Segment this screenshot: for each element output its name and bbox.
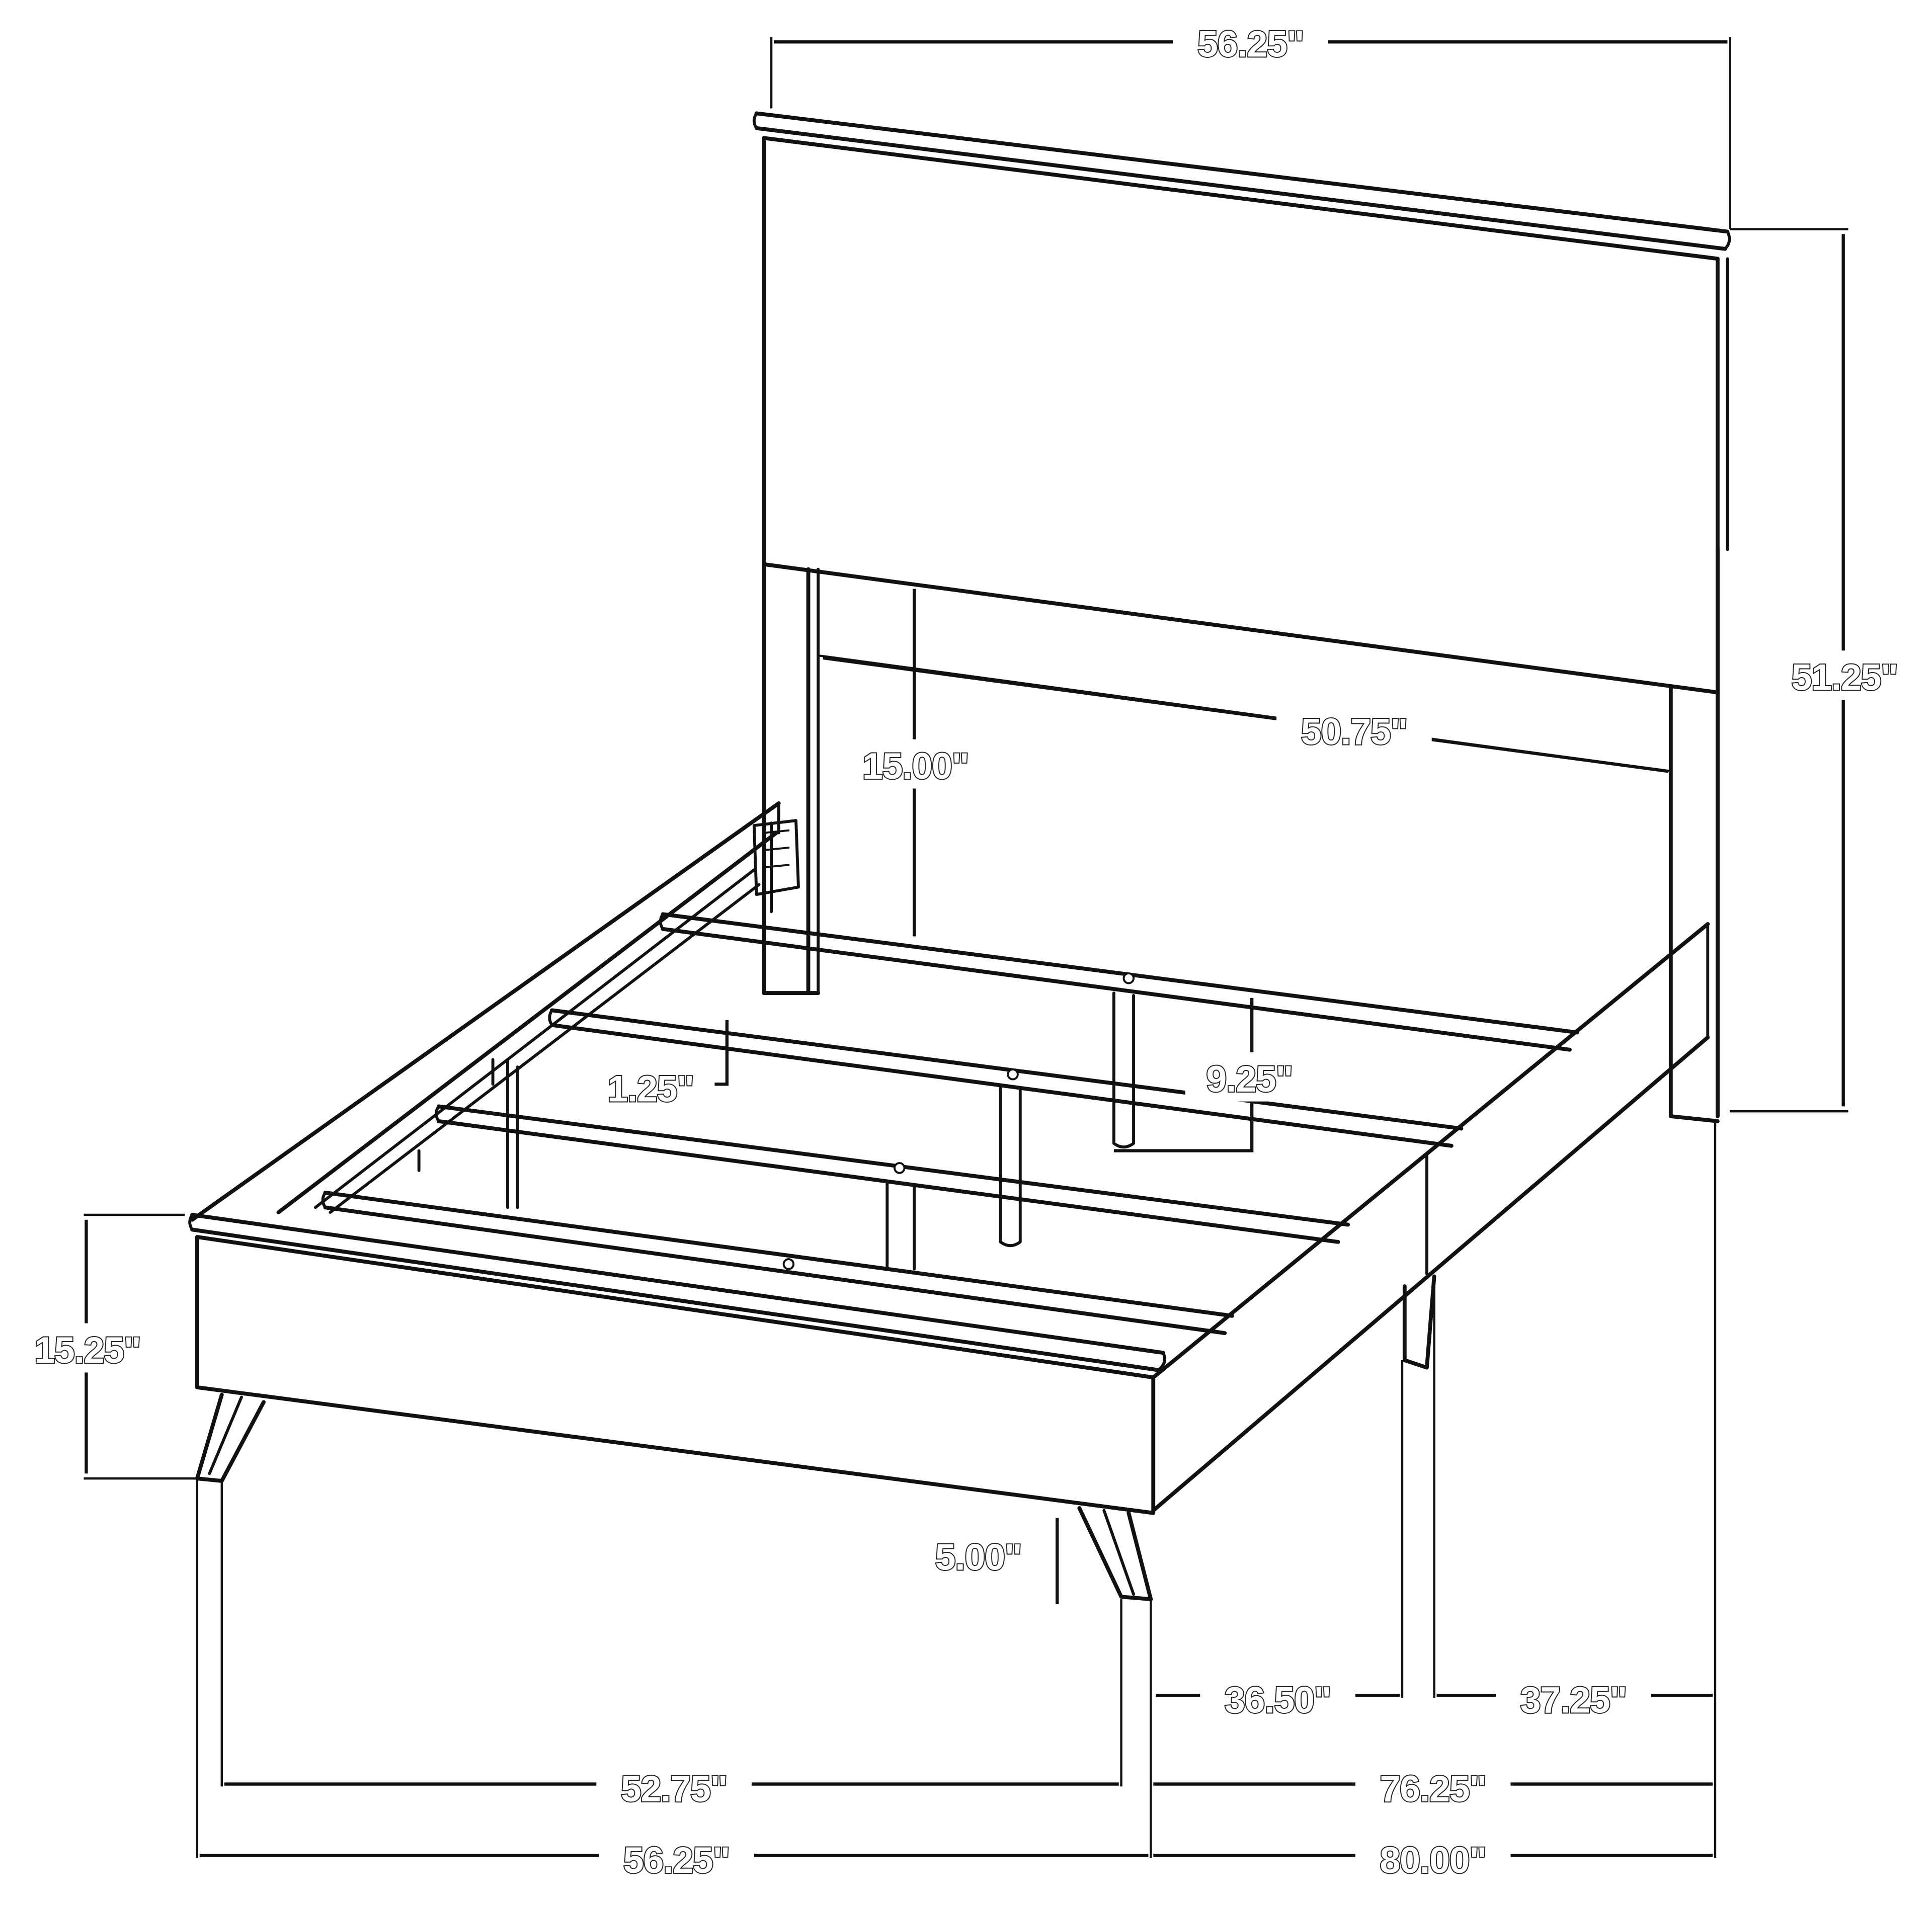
label-leg-clearance: 5.00" [935,1536,1022,1578]
label-slat-thickness: 1.25" [607,1068,694,1110]
legs [195,1392,1153,1602]
dimension-labels: 56.25" 51.25" 50.75" 15.00" 1.25" 9.25" … [10,17,1922,1883]
label-center-support-height: 9.25" [1206,1058,1293,1100]
label-inner-length: 76.25" [1380,1768,1486,1809]
extension-lines [84,37,1848,1858]
label-headboard-width: 56.25" [1197,23,1304,65]
label-inner-headboard-width: 50.75" [1301,710,1407,752]
center-supports [886,991,1135,1271]
label-side-rail-rear: 37.25" [1520,1679,1627,1720]
slats [321,912,1579,1336]
label-inner-width: 52.75" [621,1768,727,1809]
label-side-rail-front: 36.50" [1225,1679,1331,1720]
dimension-lines [85,40,1845,1857]
label-headboard-height: 51.25" [1791,656,1897,698]
left-side-rail [190,801,781,1222]
label-headboard-clearance: 15.00" [862,745,969,787]
label-footboard-height: 15.25" [34,1329,140,1371]
right-side-rail [1151,922,1710,1513]
headboard [752,111,1731,1123]
label-overall-width: 56.25" [623,1839,730,1881]
label-overall-length: 80.00" [1380,1839,1486,1881]
footboard [188,1213,1166,1515]
